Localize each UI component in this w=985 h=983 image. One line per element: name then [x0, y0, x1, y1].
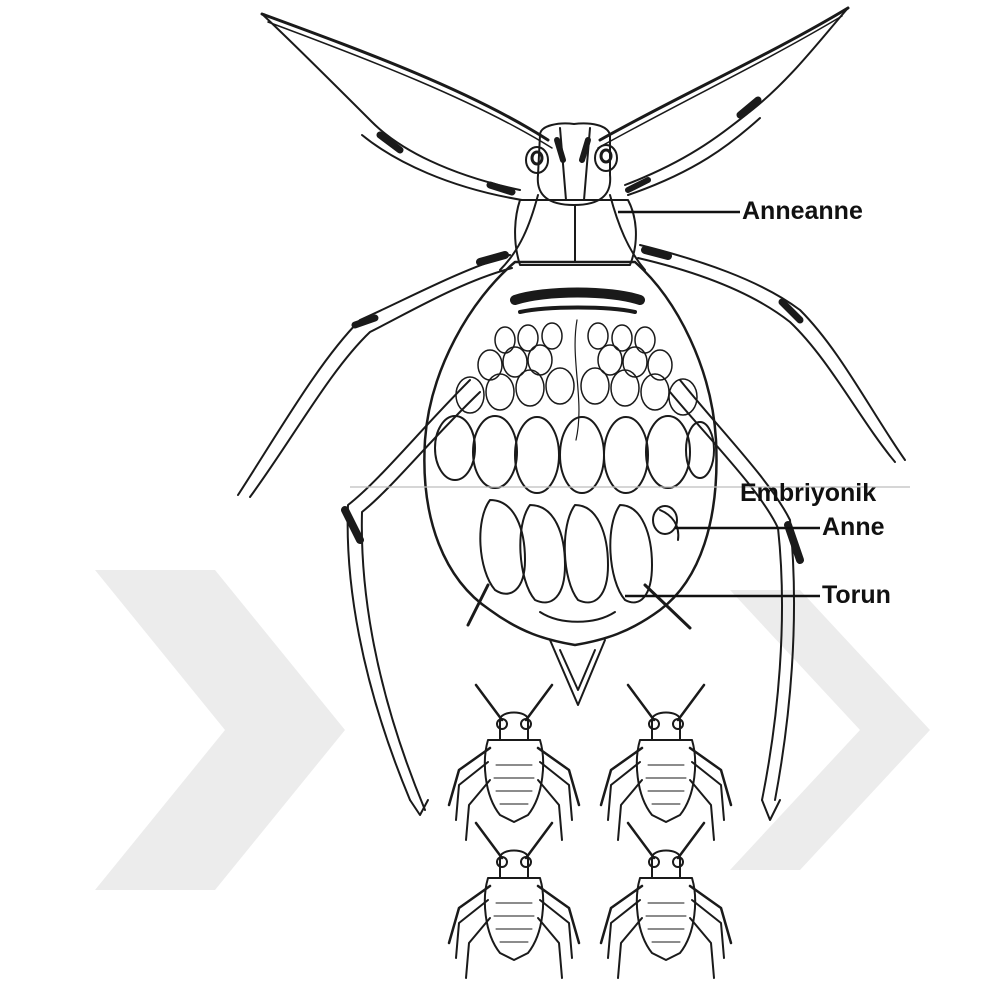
- hind-leg-left: [345, 380, 480, 815]
- antenna-right: [598, 8, 848, 148]
- nymph-top-right: [601, 685, 731, 840]
- embryonic-mothers: [468, 500, 690, 628]
- nymph-top-left: [449, 685, 579, 840]
- middle-leg-right: [638, 245, 905, 462]
- front-leg-right: [625, 8, 848, 195]
- middle-leg-left: [238, 255, 512, 497]
- embryos-large: [435, 416, 714, 493]
- label-embriyonik: Embriyonik: [740, 481, 876, 506]
- eye-left: [526, 147, 548, 173]
- label-anneanne: Anneanne: [742, 199, 863, 224]
- front-leg-left: [262, 14, 522, 200]
- head: [538, 123, 610, 205]
- nymph-bottom-right: [601, 823, 731, 978]
- cauda: [550, 640, 605, 705]
- ovarioles: [456, 320, 697, 440]
- nymph-bottom-left: [449, 823, 579, 978]
- eye-right: [595, 145, 617, 171]
- thorax: [500, 195, 645, 270]
- watermark: [95, 570, 930, 890]
- label-anne: Anne: [822, 515, 885, 540]
- label-torun: Torun: [822, 583, 891, 608]
- antenna-left: [262, 14, 552, 148]
